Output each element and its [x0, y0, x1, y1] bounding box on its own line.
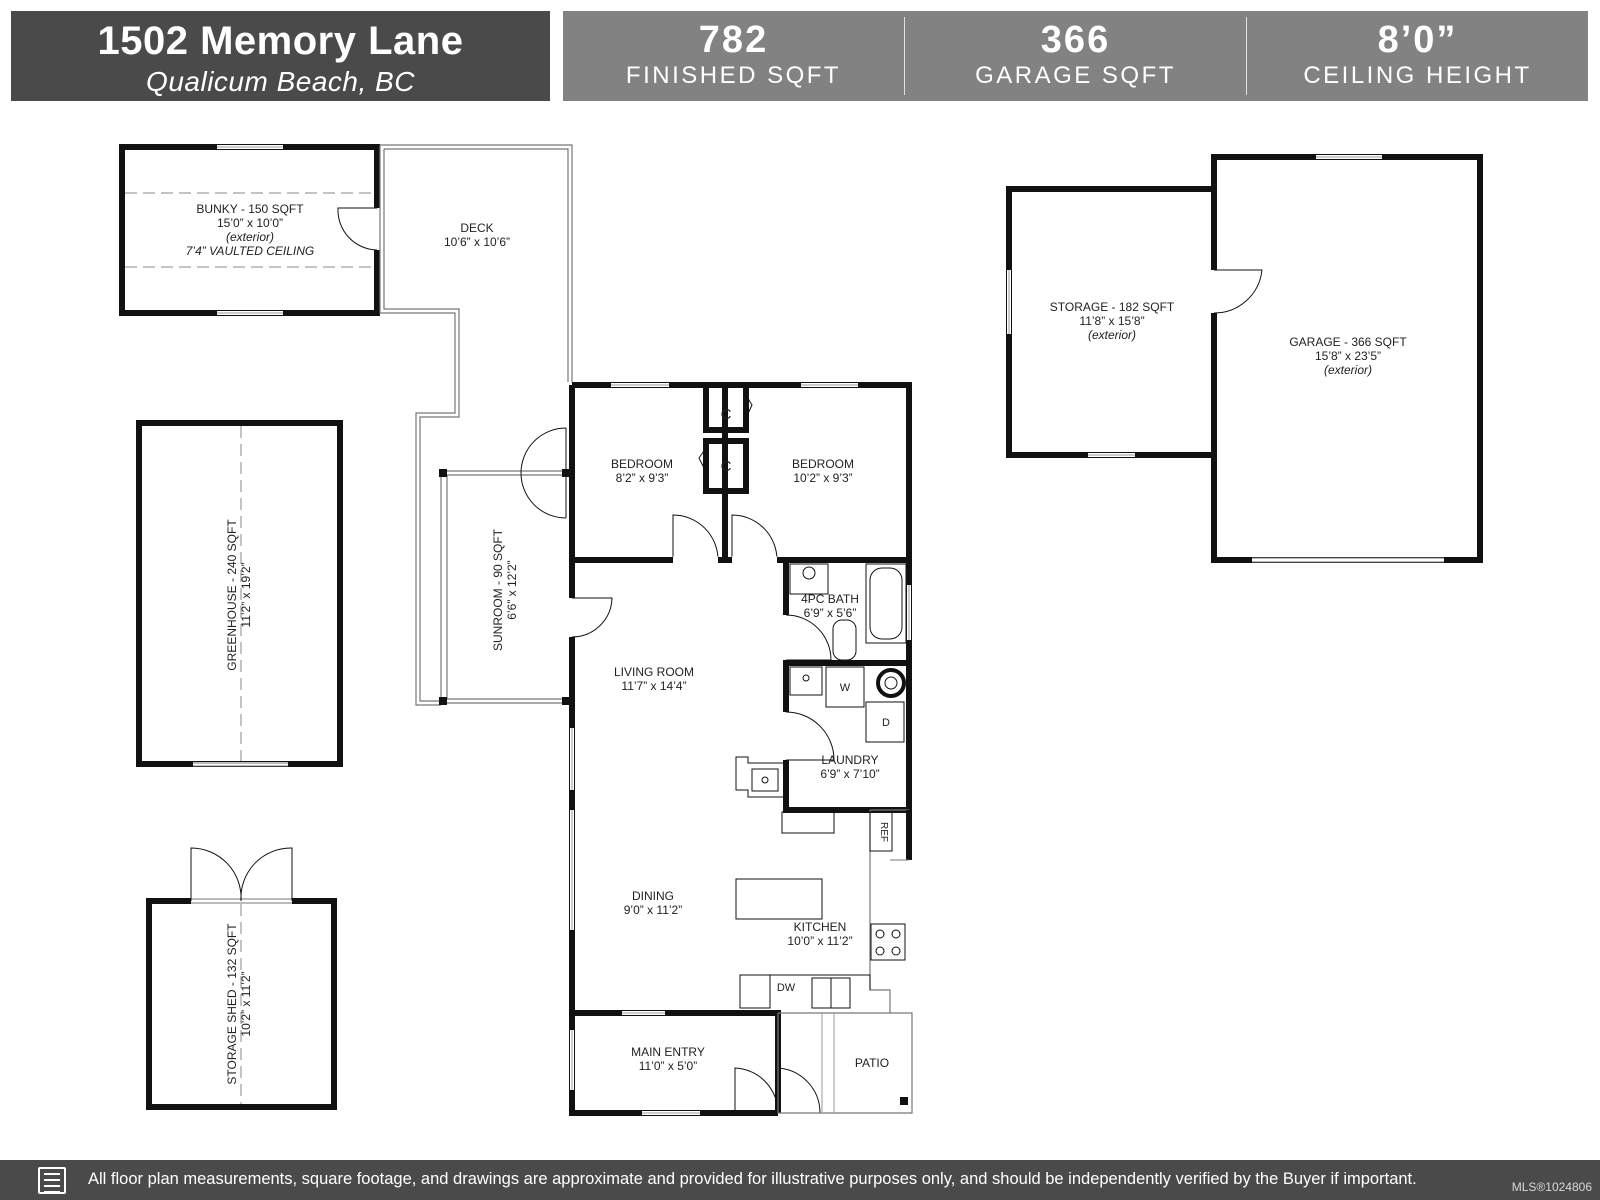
- bunky-structure: [119, 144, 381, 316]
- living-dims: 11’7” x 14’4”: [621, 679, 686, 693]
- bedroom1-name: BEDROOM: [611, 457, 673, 471]
- patio-name: PATIO: [855, 1056, 889, 1070]
- kitchen-dims: 10’0” x 11’2”: [787, 934, 852, 948]
- stat-garage-sqft: 366 GARAGE SQFT: [904, 17, 1246, 95]
- garage-structure: [1210, 154, 1483, 563]
- stat-value: 782: [698, 19, 769, 61]
- address-city: Qualicum Beach, BC: [146, 66, 415, 97]
- closet-label: C: [721, 458, 732, 475]
- stat-label: FINISHED SQFT: [625, 62, 842, 89]
- dining-name: DINING: [632, 889, 674, 903]
- stat-label: GARAGE SQFT: [975, 62, 1176, 89]
- greenhouse-name: GREENHOUSE - 240 SQFT: [225, 519, 239, 671]
- storage-shed-structure: [146, 847, 337, 1110]
- bedroom1-dims: 8’2” x 9’3”: [616, 471, 669, 485]
- address-banner: 1502 Memory Lane Qualicum Beach, BC: [11, 11, 550, 101]
- bath-name: 4PC BATH: [801, 592, 859, 606]
- storage-dims: 11’8” x 15’8”: [1079, 314, 1144, 328]
- bunky-dims: 15’0” x 10’0”: [217, 216, 283, 230]
- bunky-name: BUNKY - 150 SQFT: [196, 202, 304, 216]
- washer-label: W: [840, 682, 851, 694]
- deck-outline: [379, 144, 573, 706]
- living-name: LIVING ROOM: [614, 665, 694, 679]
- ref-label: REF: [878, 822, 889, 842]
- address-title: 1502 Memory Lane: [97, 19, 464, 63]
- dishwasher-label: DW: [777, 982, 796, 994]
- bedroom2-dims: 10’2” x 9’3”: [793, 471, 852, 485]
- sunroom-dims: 6’6” x 12’2”: [505, 560, 519, 619]
- bunky-note: (exterior): [226, 230, 274, 244]
- main-house-structure: [568, 382, 913, 1116]
- bunky-vaulted-note: 7’4” VAULTED CEILING: [186, 244, 314, 258]
- storage-note: (exterior): [1088, 328, 1136, 342]
- stat-label: CEILING HEIGHT: [1303, 62, 1532, 89]
- disclaimer-footer: All floor plan measurements, square foot…: [0, 1160, 1600, 1200]
- greenhouse-structure: [136, 420, 343, 767]
- floor-plan: BUNKY - 150 SQFT 15’0” x 10’0” (exterior…: [119, 144, 1483, 1116]
- bath-dims: 6’9” x 5’6”: [804, 606, 857, 620]
- dining-dims: 9’0” x 11’2”: [624, 903, 682, 917]
- laundry-dims: 6’9” x 7’10”: [820, 767, 879, 781]
- greenhouse-dims: 11’2” x 19’2”: [239, 562, 253, 627]
- document-icon: [38, 1167, 66, 1194]
- entry-name: MAIN ENTRY: [631, 1045, 705, 1059]
- garage-note: (exterior): [1324, 363, 1372, 377]
- deck-dims: 10’6” x 10’6”: [444, 235, 510, 249]
- dryer-label: D: [882, 717, 890, 729]
- storage-name: STORAGE - 182 SQFT: [1050, 300, 1175, 314]
- deck-name: DECK: [460, 221, 493, 235]
- sunroom-name: SUNROOM - 90 SQFT: [491, 528, 505, 651]
- stats-banner: 782 FINISHED SQFT 366 GARAGE SQFT 8’0” C…: [563, 11, 1588, 101]
- disclaimer-text: All floor plan measurements, square foot…: [88, 1170, 1417, 1188]
- garage-dims: 15’8” x 23’5”: [1315, 349, 1381, 363]
- entry-dims: 11’0” x 5’0”: [639, 1059, 697, 1073]
- bedroom2-name: BEDROOM: [792, 457, 854, 471]
- stat-ceiling-height: 8’0” CEILING HEIGHT: [1246, 17, 1588, 95]
- laundry-name: LAUNDRY: [821, 753, 878, 767]
- sunroom-structure: [439, 427, 570, 705]
- mls-number: MLS®1024806: [1511, 1180, 1592, 1194]
- shed-name: STORAGE SHED - 132 SQFT: [225, 923, 239, 1085]
- garage-name: GARAGE - 366 SQFT: [1289, 335, 1407, 349]
- shed-dims: 10’2” x 11’2”: [239, 971, 253, 1036]
- kitchen-name: KITCHEN: [794, 920, 847, 934]
- closet-label: C: [721, 406, 732, 423]
- stat-finished-sqft: 782 FINISHED SQFT: [563, 11, 904, 101]
- stat-value: 8’0”: [1377, 19, 1458, 61]
- stat-value: 366: [1040, 19, 1111, 61]
